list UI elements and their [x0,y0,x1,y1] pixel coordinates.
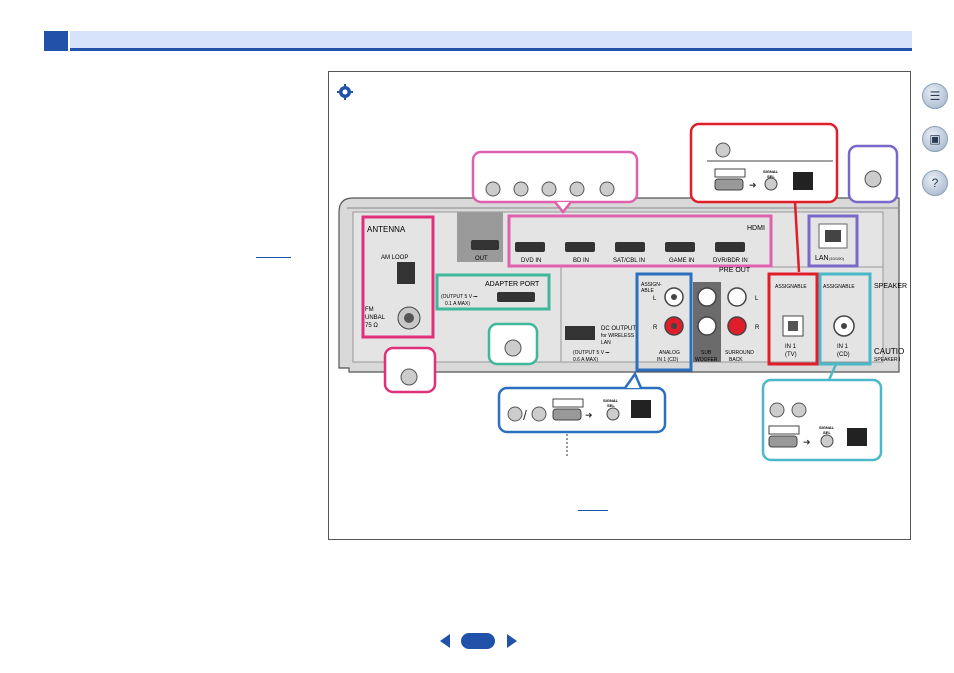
hdmi-port-4 [665,242,695,252]
table-of-contents-icon[interactable]: ☰ [922,83,948,109]
section-header-bar [70,31,912,51]
svg-text:➜: ➜ [585,410,593,420]
optical-port [788,321,798,331]
hdmi-port-5 [715,242,745,252]
hdmi-highlight [507,214,773,268]
lan-highlight [807,214,859,268]
adapter-output-label: (OUTPUT 5 V ⎓ [441,294,477,300]
surround-label: SURROUND [725,350,754,356]
back-label: BACK [729,357,743,363]
optical-tv-label: (TV) [785,352,797,358]
coax-cd-label: (CD) [837,352,850,358]
dc-output-port [565,326,595,340]
lan-label: LAN [815,255,829,262]
previous-page-arrow-icon[interactable] [440,634,450,648]
optical-callout [689,122,839,204]
optical-assignable-label: ASSIGNABLE [775,284,807,290]
section-marker [44,31,68,51]
receiver-diagram: ANTENNA AM LOOP FM UNBAL 75 Ω OUT HDMI D… [338,122,907,462]
coaxial-in-highlight [818,272,872,366]
analog-signal-sel-label-2: SEL [607,403,615,408]
fm-antenna-terminal [404,313,414,323]
am-loop-terminal [397,262,415,284]
optical-in-label: IN 1 [785,344,797,350]
antenna-label: ANTENNA [367,225,406,234]
adapter-port-highlight [435,273,551,311]
return-to-top-button[interactable] [461,633,495,649]
dc-for-label: for WIRELESS [601,333,635,339]
optical-in-highlight [767,272,819,366]
dc-spec-label-2: 0.6 A MAX) [573,357,598,363]
coax-signal-sel-label: SIGNAL [819,425,835,430]
caution-label-2: SPEAKER I [874,357,900,363]
dc-lan-label: LAN [601,340,611,346]
analog-signal-sel-label: SIGNAL [603,398,619,403]
rear-panel-figure: ANTENNA AM LOOP FM UNBAL 75 Ω OUT HDMI D… [328,71,911,540]
coax-assignable-label: ASSIGNABLE [823,284,855,290]
surround-back-r-jack [727,316,747,336]
hdmi-label: HDMI [747,225,765,232]
gear-icon [337,84,353,100]
woofer-label: WOOFER [695,357,718,363]
pre-out-label: PRE OUT [719,267,751,274]
coax-signal-sel-label-2: SEL [823,430,831,435]
analog-l-label: L [653,296,657,302]
page-link-underline-2[interactable] [578,510,608,511]
hdmi-input-label-5: DVR/BDR IN [713,258,748,264]
hdmi-port-1 [515,242,545,252]
caution-label: CAUTIO [874,347,904,356]
lan-spec-label: (10/100) [829,256,845,261]
analog-assignable-label: ASSIGN- [641,282,662,288]
speakers-label: SPEAKER [874,283,907,290]
analog-in-label: IN 1 (CD) [657,357,678,363]
hdmi-input-label-2: BD IN [573,258,589,264]
adapter-port-label: ADAPTER PORT [485,281,540,288]
controls-icon[interactable]: ▣ [922,126,948,152]
analog-slash: / [523,407,527,423]
sub-label: SUB [701,350,712,356]
adapter-port [497,292,535,302]
am-loop-label: AM LOOP [381,255,408,261]
hdmi-port-3 [615,242,645,252]
analog-assignable-label-2: ABLE [641,288,654,294]
subwoofer-jack-1 [697,287,717,307]
analog-in-highlight [635,272,693,372]
antenna-highlight [361,215,435,339]
optical-signal-sel-label-2: SEL [767,174,775,179]
hdmi-input-label-3: SAT/CBL IN [613,258,645,264]
surround-l-label: L [755,296,759,302]
fm-label: FM [365,307,374,313]
next-page-arrow-icon[interactable] [507,634,517,648]
surround-r-label: R [755,325,760,331]
page-link-underline[interactable] [256,257,291,258]
lan-port [825,230,841,242]
hdmi-input-label-4: GAME IN [669,258,694,264]
fm-unbal-label: UNBAL [365,315,386,321]
analog-label: ANALOG [659,350,680,356]
hdmi-port-2 [565,242,595,252]
analog-r-label: R [653,325,658,331]
optical-signal-sel-label: SIGNAL [763,169,779,174]
faq-icon[interactable]: ? [922,170,948,196]
adapter-output-label-2: 0.1 A MAX) [445,301,470,307]
hdmi-out-label: OUT [475,256,488,262]
hdmi-input-label-1: DVD IN [521,258,541,264]
coaxial-callout [761,378,883,462]
fm-ohm-label: 75 Ω [365,323,378,329]
subwoofer-jack-2 [697,316,717,336]
coax-in-label: IN 1 [837,344,849,350]
surround-back-l-jack [727,287,747,307]
dc-spec-label: (OUTPUT 5 V ⎓ [573,350,609,356]
svg-text:➜: ➜ [749,180,757,190]
svg-text:➜: ➜ [803,437,811,447]
dc-output-label: DC OUTPUT [601,326,636,332]
hdmi-out-port [471,240,499,250]
